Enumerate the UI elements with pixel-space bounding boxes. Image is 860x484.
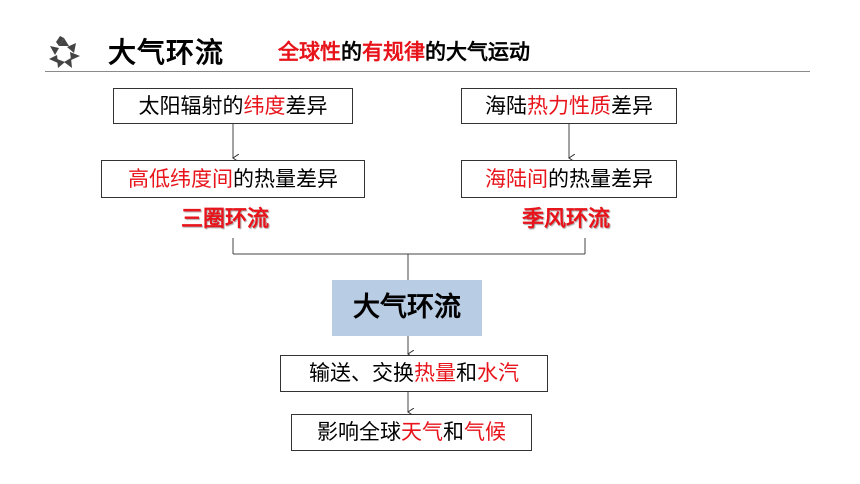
text-segment: 天气 [401,420,443,444]
heat-diff-latitude-box: 高低纬度间的热量差异 [101,160,365,198]
atmospheric-circulation-box: 大气环流 [332,280,482,336]
text-segment: 有规律 [362,40,425,64]
text-segment: 气候 [464,420,506,444]
effect-climate-box: 影响全球天气和气候 [291,414,532,451]
text-segment: 热力性质 [527,94,611,118]
text-segment: 太阳辐射的 [138,94,244,118]
text-segment: 高低纬度间 [128,167,233,191]
text-segment: 影响全球 [317,420,401,444]
header-divider [45,71,810,72]
monsoon-circulation-label: 季风环流 [522,207,611,232]
text-segment: 热量 [414,361,456,385]
text-segment: 的热量差异 [548,167,653,191]
text-segment: 水汽 [477,361,519,385]
cause-land-sea-box: 海陆热力性质差异 [461,88,677,124]
text-segment: 纬度 [243,94,286,118]
text-segment: 海陆间 [485,167,548,191]
text-segment: 和 [456,361,477,385]
text-segment: 差异 [285,94,328,118]
cause-solar-radiation-box: 太阳辐射的纬度差异 [113,88,353,124]
text-segment: 的热量差异 [233,167,338,191]
page-subtitle: 全球性的有规律的大气运动 [278,38,530,66]
text-segment: 和 [443,420,464,444]
effect-transport-box: 输送、交换热量和水汽 [280,355,548,392]
heat-diff-land-sea-box: 海陆间的热量差异 [461,160,677,198]
text-segment: 输送、交换 [309,361,414,385]
text-segment: 的 [341,40,362,64]
text-segment: 海陆 [485,94,527,118]
logo-icon [49,36,80,68]
three-cell-circulation-label: 三圈环流 [181,207,270,232]
page-title: 大气环流 [108,36,225,69]
text-segment: 全球性 [278,40,341,64]
text-segment: 的大气运动 [425,40,530,64]
text-segment: 差异 [611,94,653,118]
